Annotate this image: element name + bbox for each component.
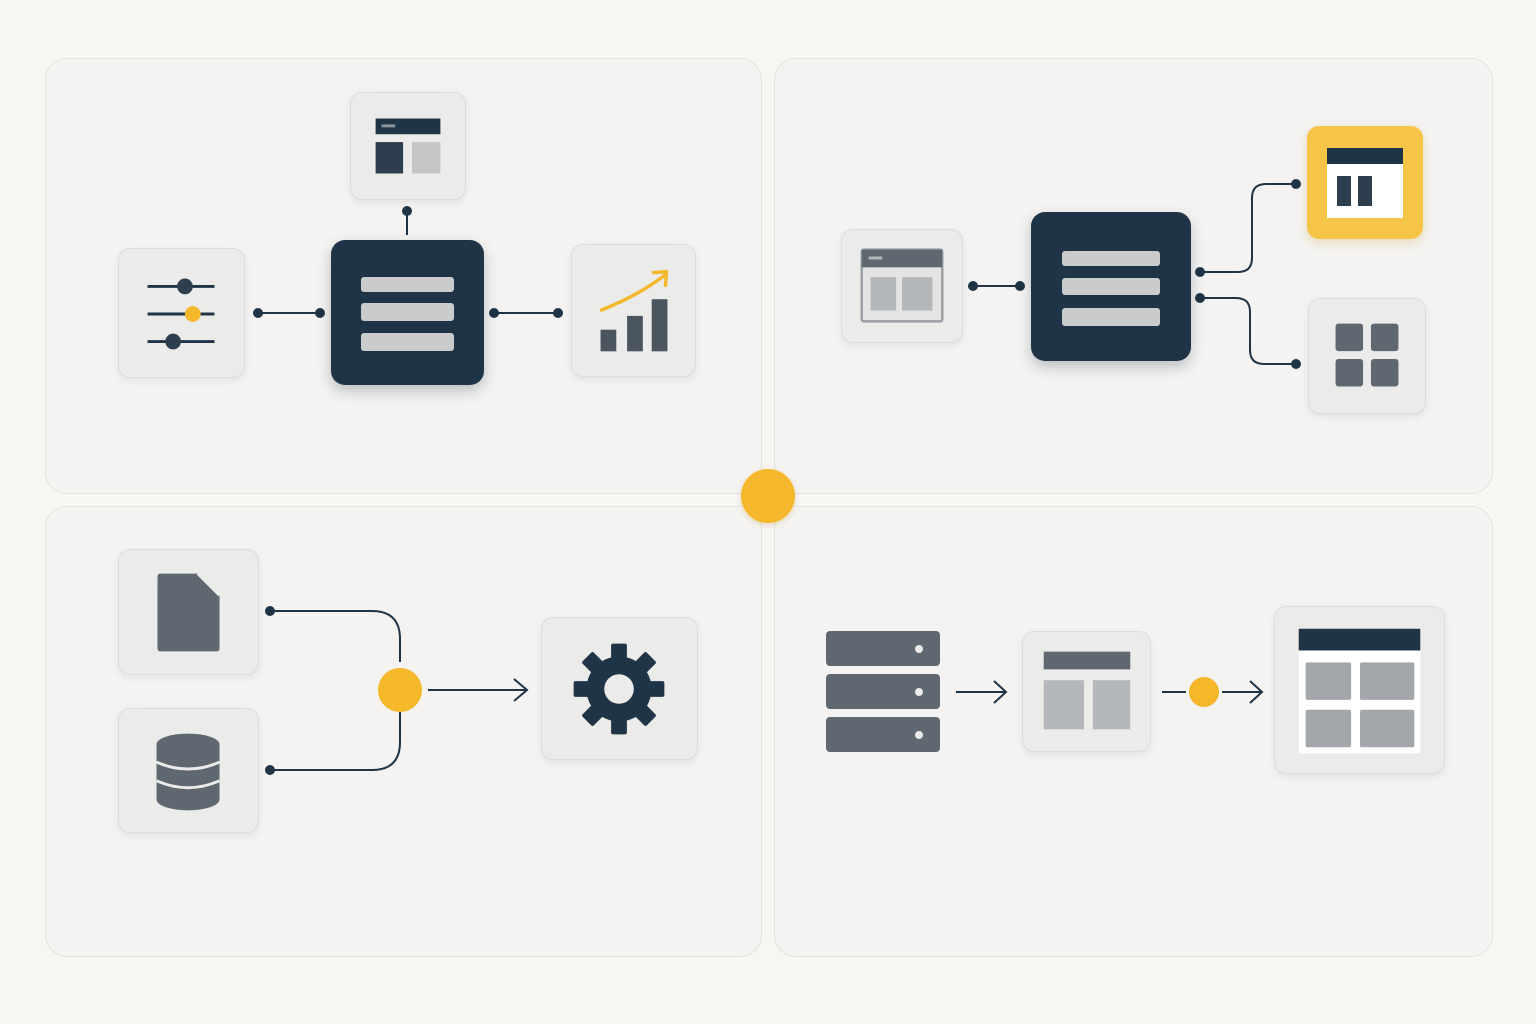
highlighted-layout-tile[interactable] [1307, 126, 1423, 239]
gear-tile[interactable] [541, 617, 698, 760]
list-icon [361, 277, 454, 351]
layout-window-tile-2[interactable] [1022, 631, 1151, 752]
layout-window-tile[interactable] [350, 92, 466, 200]
list-hub-tile[interactable] [331, 240, 484, 385]
document-icon [157, 572, 221, 652]
database-tile[interactable] [118, 708, 259, 833]
layout-window-icon [1043, 651, 1131, 730]
sliders-icon [147, 278, 215, 350]
database-icon [155, 733, 221, 811]
document-tile[interactable] [118, 549, 259, 675]
highlighted-layout-icon [1327, 148, 1403, 218]
browser-window-tile[interactable] [841, 229, 963, 343]
growth-chart-icon [599, 269, 669, 352]
growth-chart-tile[interactable] [571, 244, 696, 377]
dashboard-icon [1298, 628, 1421, 754]
central-junction-node [741, 469, 795, 523]
grid-tile[interactable] [1308, 298, 1426, 414]
list-hub-tile-2[interactable] [1031, 212, 1191, 361]
list-icon [1062, 251, 1160, 326]
gear-icon [573, 643, 665, 735]
dashboard-tile[interactable] [1274, 606, 1445, 774]
sliders-tile[interactable] [118, 248, 245, 378]
grid-icon [1335, 323, 1399, 387]
layout-window-icon [375, 118, 441, 174]
server-stack-node[interactable] [826, 631, 940, 752]
browser-window-icon [860, 248, 944, 323]
server-stack-icon [826, 631, 940, 752]
